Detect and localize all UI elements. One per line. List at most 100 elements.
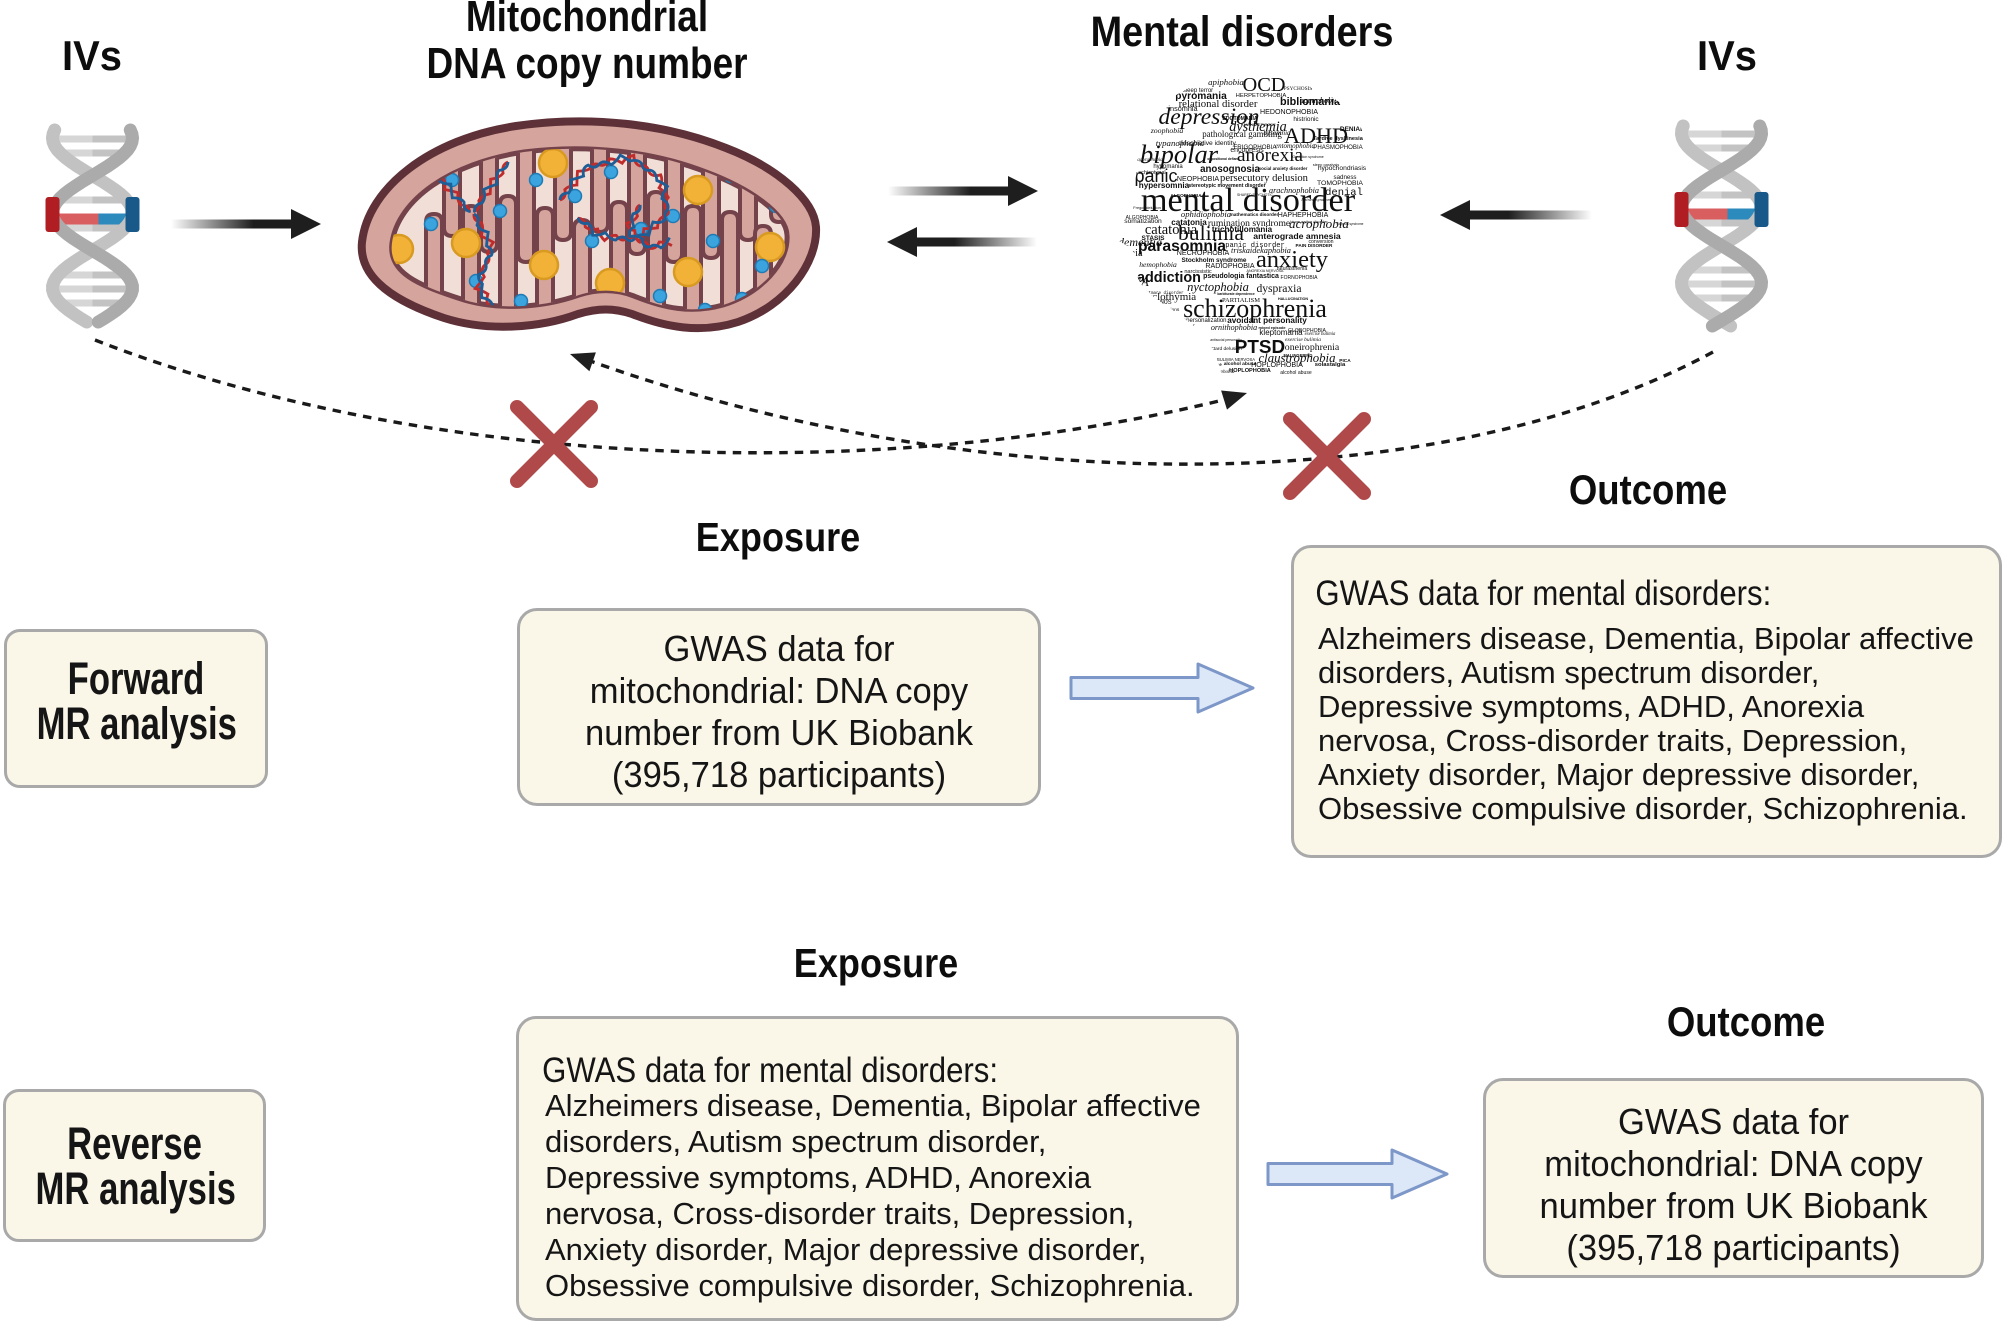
svg-text:GLOBOPHOBIA: GLOBOPHOBIA bbox=[1288, 328, 1327, 334]
svg-text:DENIAL: DENIAL bbox=[1340, 126, 1364, 133]
svg-text:oneirophrenia: oneirophrenia bbox=[1285, 342, 1340, 353]
svg-text:dyspraxia: dyspraxia bbox=[1256, 282, 1301, 295]
svg-text:exercise bulimia: exercise bulimia bbox=[1305, 332, 1336, 337]
svg-text:Stockholm syndrome: Stockholm syndrome bbox=[1182, 257, 1247, 264]
svg-text:PSYCHOSIS: PSYCHOSIS bbox=[1284, 86, 1313, 92]
svg-text:apiphobia: apiphobia bbox=[1208, 77, 1244, 87]
svg-text:agoraphobia: agoraphobia bbox=[1137, 158, 1163, 163]
svg-text:HAPHEPHOBIA: HAPHEPHOBIA bbox=[1278, 212, 1329, 219]
svg-text:FORNOPHOBIA: FORNOPHOBIA bbox=[1281, 275, 1319, 281]
svg-text:MANIC EPISODE: MANIC EPISODE bbox=[1244, 122, 1276, 127]
svg-text:anosognosia: anosognosia bbox=[1200, 164, 1260, 175]
svg-text:schizophrenia: schizophrenia bbox=[1183, 294, 1327, 323]
svg-text:schizotypal: schizotypal bbox=[1138, 170, 1165, 176]
svg-text:sentimental affronauts: sentimental affronauts bbox=[1169, 335, 1198, 339]
svg-text:typanophobia: typanophobia bbox=[1156, 138, 1205, 148]
svg-text:Gestation syndrome: Gestation syndrome bbox=[1292, 155, 1323, 159]
svg-text:RADIOPHOBIA: RADIOPHOBIA bbox=[1205, 262, 1255, 270]
svg-text:depression: depression bbox=[1159, 104, 1260, 130]
svg-text:social anxiety disorder: social anxiety disorder bbox=[1259, 166, 1308, 171]
svg-text:PHASMOPHOBIA: PHASMOPHOBIA bbox=[1313, 144, 1363, 151]
svg-text:OCD: OCD bbox=[1150, 346, 1175, 358]
svg-text:anorexia: anorexia bbox=[1237, 145, 1304, 166]
svg-text:mathematics disorder: mathematics disorder bbox=[1230, 212, 1279, 217]
svg-text:bibliomania: bibliomania bbox=[1280, 96, 1341, 108]
svg-text:entomophobia: entomophobia bbox=[1275, 142, 1316, 150]
svg-text:claustrophobia: claustrophobia bbox=[1258, 351, 1335, 365]
svg-text:bipolar: bipolar bbox=[1140, 139, 1219, 169]
svg-text:hemophobia: hemophobia bbox=[1139, 260, 1177, 269]
svg-text:mental disorder: mental disorder bbox=[1141, 181, 1356, 219]
svg-text:neurasthenia: neurasthenia bbox=[1277, 266, 1308, 272]
svg-text:Other delusion: Other delusion bbox=[1174, 354, 1206, 360]
svg-text:alcohol abuse: alcohol abuse bbox=[1280, 370, 1312, 376]
svg-text:EDOTOMANIA: EDOTOMANIA bbox=[1222, 116, 1258, 122]
svg-text:sadness: sadness bbox=[1333, 174, 1356, 181]
svg-text:dipsophobia: dipsophobia bbox=[1209, 369, 1235, 375]
svg-text:hypersomnia: hypersomnia bbox=[1139, 181, 1190, 190]
svg-text:dementia: dementia bbox=[1118, 235, 1162, 249]
svg-text:HOPLOPHOBIA: HOPLOPHOBIA bbox=[1229, 368, 1271, 374]
svg-text:anxiety: anxiety bbox=[1256, 246, 1329, 273]
svg-text:transient tick disorder: transient tick disorder bbox=[1149, 323, 1194, 328]
svg-text:ALGOPHOBIA: ALGOPHOBIA bbox=[1126, 215, 1159, 221]
svg-text:dysomnia: dysomnia bbox=[1263, 129, 1291, 137]
svg-text:MALINGERING: MALINGERING bbox=[1283, 353, 1312, 358]
svg-text:Capgras syndrome: Capgras syndrome bbox=[1337, 222, 1364, 226]
svg-text:somatization: somatization bbox=[1124, 218, 1162, 225]
svg-text:zoophobia: zoophobia bbox=[1150, 126, 1184, 135]
svg-text:insomnia: insomnia bbox=[1168, 104, 1198, 113]
svg-text:catatonia: catatonia bbox=[1145, 222, 1198, 238]
svg-text:ophidiophobia: ophidiophobia bbox=[1181, 209, 1231, 219]
svg-text:trichotillomania: trichotillomania bbox=[1212, 225, 1273, 234]
svg-text:avoidant personality: avoidant personality bbox=[1227, 316, 1307, 325]
svg-text:EGNOS: EGNOS bbox=[1153, 343, 1177, 350]
svg-text:HALLUCINATION: HALLUCINATION bbox=[1278, 297, 1308, 301]
svg-text:HERPETOPHOBIA: HERPETOPHOBIA bbox=[1236, 93, 1287, 99]
svg-text:persecutory delusion: persecutory delusion bbox=[1220, 173, 1309, 184]
svg-text:solastalgia: solastalgia bbox=[1315, 362, 1346, 368]
svg-text:NECROPHOBIA: NECROPHOBIA bbox=[1177, 249, 1230, 257]
svg-text:BULIMIA NERVOSA: BULIMIA NERVOSA bbox=[1217, 357, 1255, 362]
svg-text:ornithophobia: ornithophobia bbox=[1211, 323, 1257, 332]
svg-text:PICA: PICA bbox=[1339, 358, 1351, 364]
svg-text:Tardive dyskinesia: Tardive dyskinesia bbox=[1313, 136, 1364, 142]
svg-text:denial: denial bbox=[1325, 187, 1363, 199]
svg-text:panic disorder: panic disorder bbox=[1225, 242, 1285, 250]
svg-text:FRIGOPHOBIA: FRIGOPHOBIA bbox=[1234, 144, 1278, 151]
svg-text:OCD: OCD bbox=[1242, 74, 1285, 96]
svg-text:addiction: addiction bbox=[1137, 270, 1201, 286]
svg-text:laziness syndrome: laziness syndrome bbox=[1301, 197, 1332, 202]
svg-text:parasomnia: parasomnia bbox=[1138, 238, 1226, 255]
svg-text:oppositional defiant: oppositional defiant bbox=[1207, 157, 1239, 161]
svg-text:ADHD: ADHD bbox=[1284, 123, 1348, 148]
svg-text:rumination syndrome: rumination syndrome bbox=[1208, 218, 1290, 229]
svg-text:alcohol abuse: alcohol abuse bbox=[1192, 362, 1222, 367]
svg-text:histrionic: histrionic bbox=[1293, 116, 1319, 123]
svg-text:ALGOPHOBIA: ALGOPHOBIA bbox=[1170, 193, 1202, 198]
svg-text:anterograde amnesia: anterograde amnesia bbox=[1253, 231, 1341, 241]
svg-text:Ctard delusion: Ctard delusion bbox=[1210, 346, 1242, 352]
svg-text:STASIS: STASIS bbox=[1142, 235, 1166, 242]
svg-text:ANOREXIA NERVOSA: ANOREXIA NERVOSA bbox=[1247, 269, 1284, 273]
svg-text:hypomania: hypomania bbox=[1153, 164, 1183, 170]
svg-text:barbiturate dependence: barbiturate dependence bbox=[1217, 292, 1255, 296]
svg-text:conversion: conversion bbox=[1308, 239, 1333, 245]
svg-text:HEDONOPHOBIA: HEDONOPHOBIA bbox=[1260, 108, 1318, 116]
svg-text:PICA: PICA bbox=[1120, 275, 1149, 289]
svg-text:dissociative identity: dissociative identity bbox=[1178, 140, 1236, 147]
svg-text:hypochondriasis: hypochondriasis bbox=[1318, 165, 1367, 172]
svg-text:PAIN DISORDER: PAIN DISORDER bbox=[1296, 243, 1334, 248]
svg-text:acrophobia: acrophobia bbox=[1289, 216, 1349, 231]
svg-text:bulimia: bulimia bbox=[1178, 221, 1244, 245]
svg-text:nightmare disorder: nightmare disorder bbox=[1138, 291, 1184, 296]
svg-text:dysthemia: dysthemia bbox=[1229, 119, 1287, 135]
svg-text:arachnophobia: arachnophobia bbox=[1269, 186, 1319, 195]
svg-text:stereotypic movement disorder: stereotypic movement disorder bbox=[1188, 183, 1265, 189]
svg-text:triskaidekaphobia: triskaidekaphobia bbox=[1231, 246, 1291, 255]
svg-text:antisocial personality: antisocial personality bbox=[1210, 338, 1242, 342]
svg-text:Othello delusion: Othello delusion bbox=[1135, 327, 1162, 331]
svg-text:psychotic: psychotic bbox=[1158, 338, 1186, 345]
svg-text:sleep paralysis: sleep paralysis bbox=[1313, 162, 1339, 167]
svg-text:sleep terror: sleep terror bbox=[1183, 88, 1213, 94]
